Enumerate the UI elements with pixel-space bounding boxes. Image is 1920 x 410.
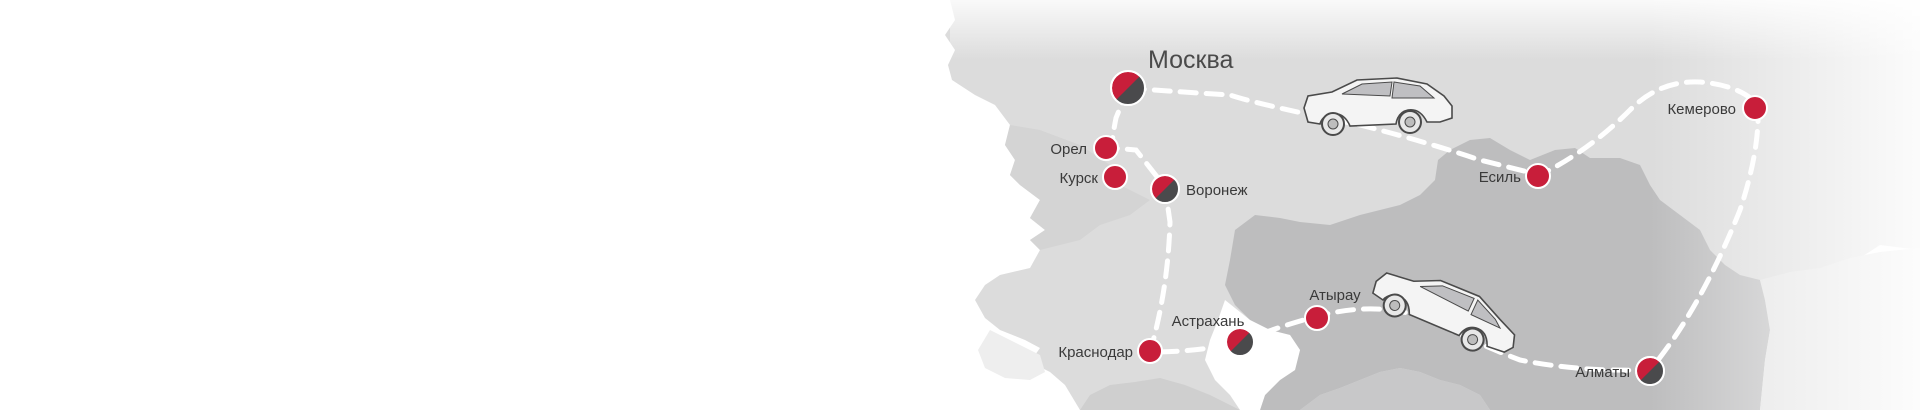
route-line [1109,79,1761,373]
city-label-moscow: Москва [1148,46,1233,74]
marker-esil [1525,163,1551,189]
sedan-icon [1371,272,1516,354]
marker-moscow [1110,70,1146,106]
fade-top [950,0,1920,60]
marker-krasnodar [1137,338,1163,364]
suv-icon [1303,77,1453,136]
marker-atyrau [1304,305,1330,331]
marker-kursk [1102,164,1128,190]
city-markers [1093,70,1768,386]
city-label-astrakhan: Астрахань [1172,313,1245,330]
city-label-kursk: Курск [1060,170,1099,187]
marker-voronezh [1150,174,1180,204]
region-ukraine-belarus [1005,125,1150,250]
marker-astrakhan [1225,327,1255,357]
city-label-orel: Орел [1050,141,1087,158]
city-label-voronezh: Воронеж [1186,182,1248,199]
region-kazakhstan [1225,138,1770,410]
marker-orel [1093,135,1119,161]
marker-almaty [1635,356,1665,386]
city-label-kemerovo: Кемерово [1667,101,1736,118]
black-sea [978,330,1045,380]
city-label-krasnodar: Краснодар [1058,344,1133,361]
city-label-almaty: Алматы [1575,364,1630,381]
marker-kemerovo [1742,95,1768,121]
city-label-esil: Есиль [1479,169,1521,186]
caspian-sea [1205,300,1300,410]
region-central-asia [1300,368,1490,410]
city-label-atyrau: Атырау [1309,287,1361,304]
region-caucasus [1080,378,1240,410]
fade-right [1650,0,1920,410]
